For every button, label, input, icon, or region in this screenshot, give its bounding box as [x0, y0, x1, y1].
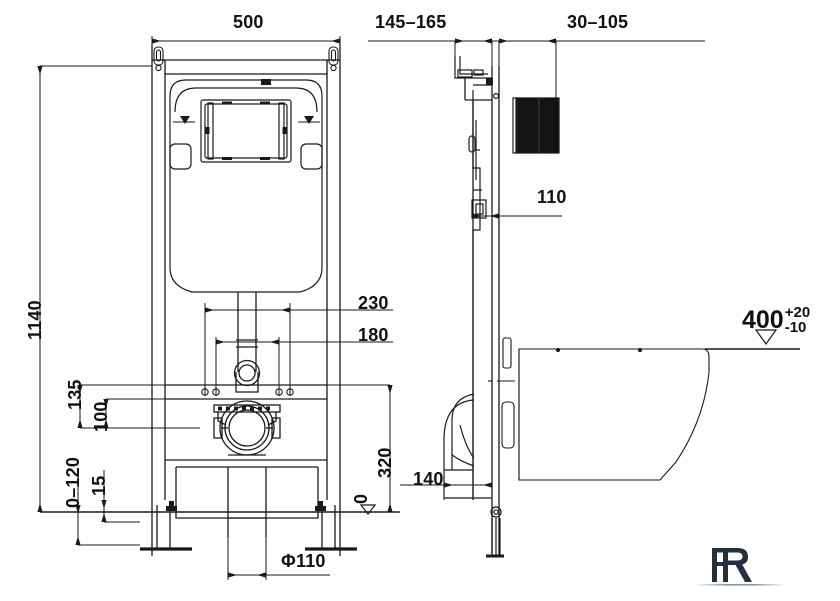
seat-height-tolerance-plus: +20	[784, 304, 811, 321]
front-view-frame	[151, 44, 341, 556]
dimension-label-0: 0	[351, 493, 371, 504]
frame-feet	[140, 501, 357, 551]
side-view-frame	[464, 66, 500, 556]
dimension-label-230: 230	[358, 293, 389, 313]
side-view-tank	[468, 90, 500, 290]
dimension-label-seat-height: 400+20-10	[742, 305, 810, 337]
seat-height-tolerance-minus: -10	[784, 319, 807, 337]
frame-shelf-lines	[165, 384, 327, 461]
cistern-access-opening	[200, 99, 292, 163]
dimension-label-135: 135	[65, 379, 85, 410]
dimension-label-15: 15	[89, 475, 109, 496]
dimension-label-30-105: 30–105	[567, 12, 629, 32]
logo-underline	[694, 584, 786, 586]
seat-height-tolerance: +20-10	[785, 305, 810, 336]
dimension-label-0-120: 0–120	[63, 456, 83, 508]
side-view-lower-frame	[443, 290, 504, 558]
wc-pan-outline	[488, 337, 710, 481]
dimension-label-1140: 1140	[25, 300, 45, 340]
dimension-label-110: 110	[537, 187, 567, 207]
frame-base	[175, 466, 319, 537]
flush-plate-side	[512, 97, 560, 154]
dimension-label-500: 500	[233, 12, 264, 32]
cistern-top-clip	[261, 79, 271, 85]
dimension-label-phi110: Φ110	[281, 551, 326, 571]
waste-outlet-collar	[213, 400, 281, 456]
frame-hanger-bolts	[153, 46, 339, 72]
water-level-markers	[173, 116, 320, 124]
dimension-lines-side	[368, 38, 800, 500]
dimension-label-100: 100	[91, 401, 111, 432]
dimension-label-140: 140	[413, 469, 444, 489]
logo-letter-r	[723, 548, 752, 582]
seat-height-nominal: 400	[742, 305, 784, 334]
cistern-body	[169, 79, 323, 293]
dimension-label-180: 180	[358, 325, 389, 345]
dimension-label-320: 320	[375, 447, 395, 478]
dimension-lines-front	[37, 36, 393, 580]
side-view-top-bracket	[454, 56, 493, 101]
dimension-label-145-165: 145–165	[375, 12, 447, 32]
cistern-side-lugs	[169, 143, 323, 170]
logo-letter-f	[712, 548, 730, 582]
brand-logo	[690, 540, 790, 592]
